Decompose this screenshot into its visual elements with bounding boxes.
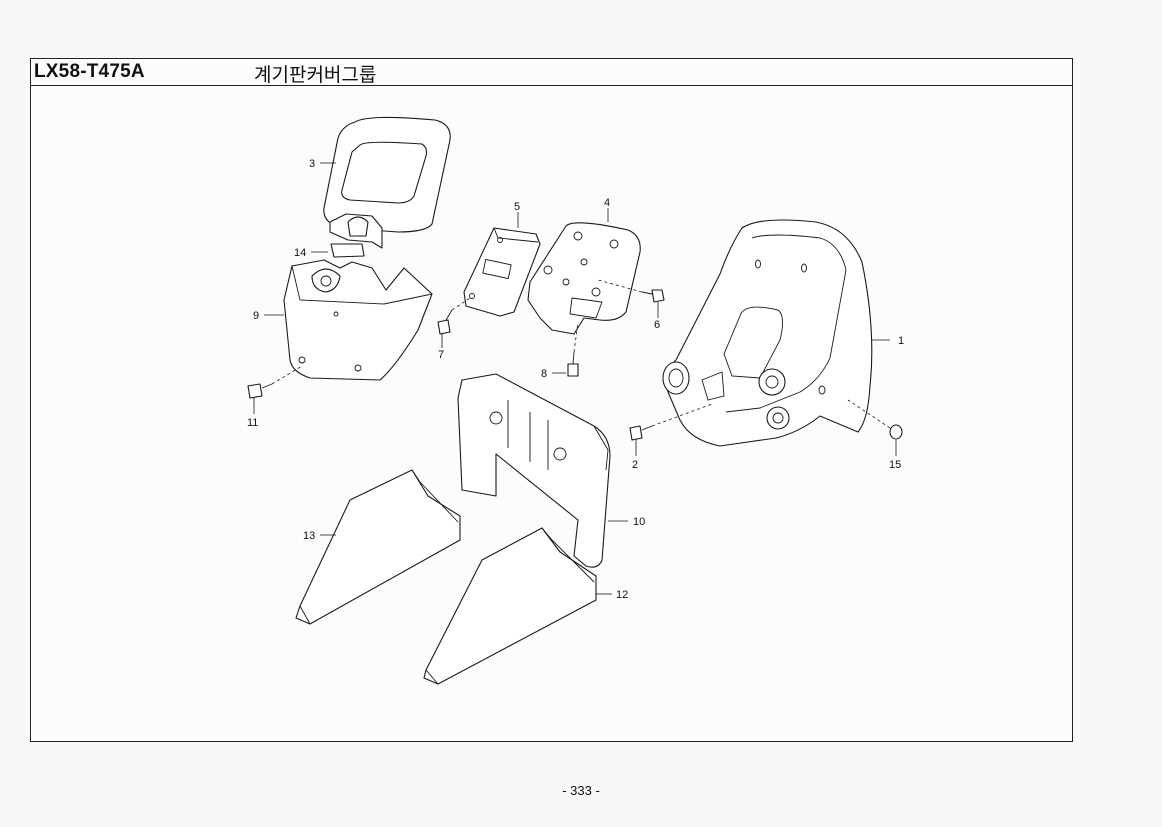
callout-3: 3 [309, 158, 315, 170]
part-14-bracket [330, 243, 365, 258]
callout-4: 4 [604, 197, 610, 209]
callout-14: 14 [294, 247, 306, 259]
part-10-center-panel [457, 373, 611, 568]
callout-15: 15 [889, 459, 901, 471]
callout-12: 12 [616, 589, 628, 601]
plug-15 [889, 424, 903, 440]
callout-13: 13 [303, 530, 315, 542]
part-4-bracket-plate [527, 222, 641, 335]
part-5-plate [463, 227, 541, 317]
callout-6: 6 [654, 319, 660, 331]
bolt-2 [629, 425, 653, 441]
callout-7: 7 [438, 349, 444, 361]
diagram-frame: LX58-T475A 계기판커버그룹 [30, 58, 1073, 742]
part-13-side-pad [295, 469, 461, 625]
leader-lines [253, 162, 897, 595]
callout-11: 11 [247, 417, 258, 429]
callout-1: 1 [898, 335, 904, 347]
part-1-main-housing [662, 219, 873, 447]
page-number: - 333 - [562, 783, 600, 798]
callout-8: 8 [541, 368, 547, 380]
group-title: 계기판커버그룹 [254, 64, 377, 86]
part-12-side-pad [423, 527, 597, 685]
model-code: LX58-T475A [34, 61, 145, 82]
callout-2: 2 [632, 459, 638, 471]
callout-10: 10 [633, 516, 645, 528]
bolt-11 [247, 383, 273, 399]
header-bar: LX58-T475A 계기판커버그룹 [31, 59, 1072, 86]
callout-9: 9 [253, 310, 259, 322]
bolt-8 [567, 351, 579, 377]
bolt-7 [437, 309, 453, 335]
bolt-6 [641, 289, 665, 303]
part-3-visor [323, 116, 451, 249]
part-9-lower-cover [283, 259, 433, 381]
callout-5: 5 [514, 201, 520, 213]
